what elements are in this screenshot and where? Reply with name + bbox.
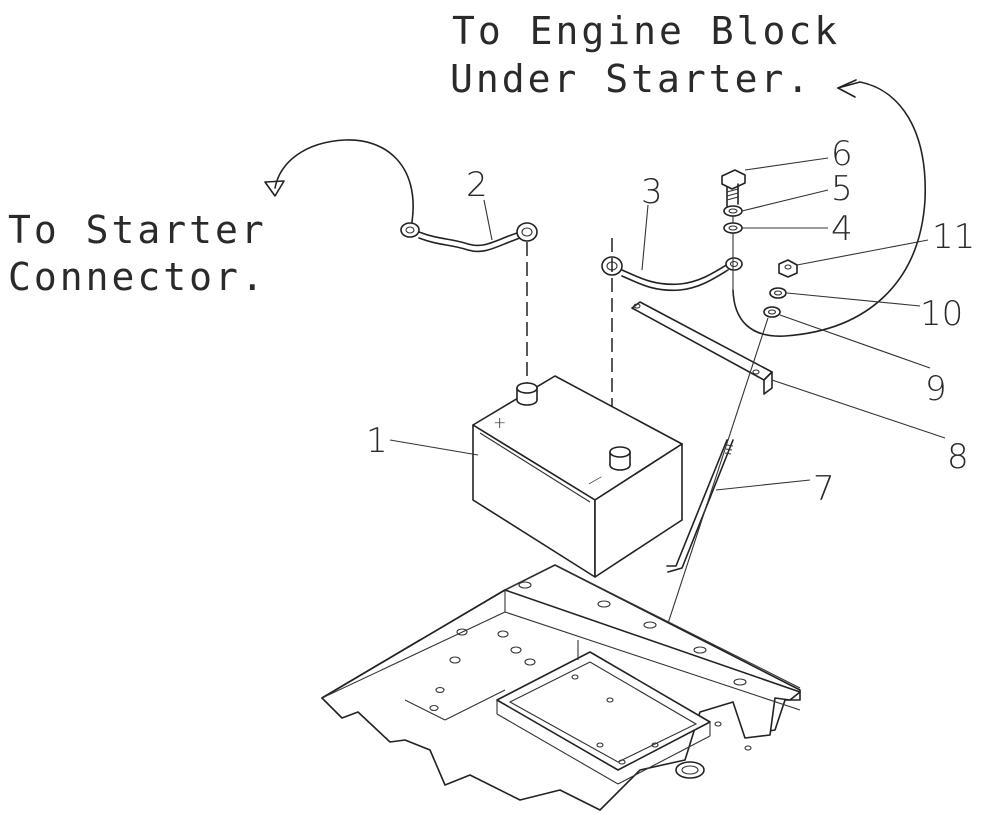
leader-1 bbox=[389, 439, 479, 456]
bolt bbox=[721, 169, 746, 207]
negative-cable bbox=[601, 256, 743, 292]
callout-2: 2 bbox=[466, 165, 488, 205]
engine-block-note-line2: Under Starter. bbox=[450, 57, 812, 101]
callout-7: 7 bbox=[813, 469, 835, 509]
starter-note-line1: To Starter bbox=[8, 208, 267, 252]
starter-routing-arrow bbox=[264, 139, 414, 223]
callout-10: 10 bbox=[920, 294, 963, 334]
leader-2 bbox=[483, 199, 493, 241]
callout-5: 5 bbox=[831, 169, 853, 209]
callout-11: 11 bbox=[932, 217, 975, 257]
lock-washer bbox=[723, 205, 743, 217]
leader-6 bbox=[744, 157, 829, 171]
starter-note-line2: Connector. bbox=[8, 255, 267, 299]
j-bolt bbox=[666, 439, 734, 573]
positive-cable bbox=[400, 222, 538, 253]
callout-9: 9 bbox=[925, 369, 947, 409]
flat-washer bbox=[723, 222, 743, 234]
battery bbox=[472, 375, 683, 578]
leader-9 bbox=[779, 314, 931, 369]
nut bbox=[778, 259, 798, 278]
leader-7 bbox=[715, 479, 811, 491]
engine-block-note-line1: To Engine Block bbox=[452, 9, 840, 53]
leader-10 bbox=[786, 292, 921, 307]
leader-8 bbox=[771, 379, 946, 439]
lock-washer-lower bbox=[769, 287, 787, 299]
flat-washer-lower bbox=[763, 306, 781, 318]
battery-tray-frame bbox=[321, 564, 801, 811]
callout-4: 4 bbox=[831, 209, 853, 249]
callout-1: 1 bbox=[366, 421, 388, 461]
callout-6: 6 bbox=[831, 134, 853, 174]
callout-3: 3 bbox=[641, 172, 663, 212]
leader-11 bbox=[796, 239, 929, 266]
engine-block-routing-arrow bbox=[732, 79, 926, 337]
callout-8: 8 bbox=[947, 437, 969, 477]
leader-3 bbox=[641, 204, 649, 271]
leader-5 bbox=[741, 189, 829, 212]
positive-mark: + bbox=[493, 413, 506, 432]
hold-down-bar bbox=[631, 301, 773, 395]
